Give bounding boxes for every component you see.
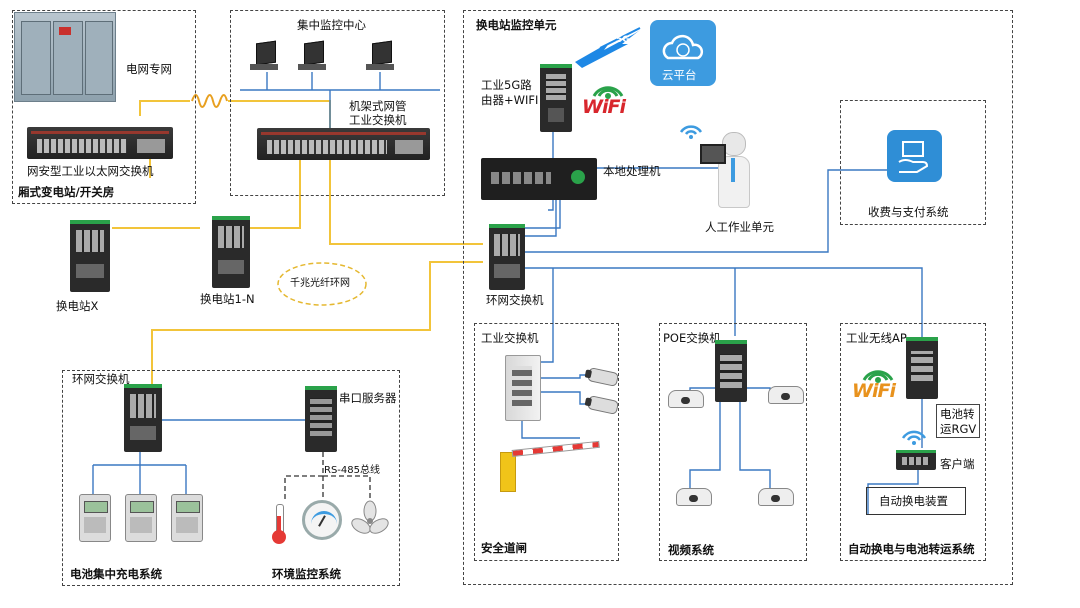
title-safety-gate: 安全道闸 [481, 541, 527, 555]
label-battery-rgv-1: 电池转 [940, 407, 975, 421]
label-auto-device: 自动换电装置 [879, 494, 948, 508]
dome-camera-3-icon [676, 488, 712, 506]
title-substation: 厢式变电站/开关房 [18, 185, 115, 199]
label-gig-ring: 千兆光纤环网 [290, 278, 350, 289]
gigabit-ring [277, 262, 367, 306]
label-battery-rgv-2: 运RGV [940, 422, 977, 436]
title-charging: 电池集中充电系统 [70, 567, 162, 581]
label-wireless-ap: 工业无线AP [846, 331, 907, 345]
label-local-pc: 本地处理机 [603, 164, 661, 178]
client-device [896, 450, 936, 470]
label-station-x: 换电站X [56, 299, 99, 313]
box-charging-env [62, 370, 400, 586]
monitor-workstation-3 [366, 40, 394, 74]
label-rs485: RS-485总线 [324, 465, 380, 476]
title-environment: 环境监控系统 [272, 567, 341, 581]
box-payment [840, 100, 986, 225]
main-ring-switch-device [489, 224, 525, 290]
label-poe-switch: POE交换机 [663, 331, 721, 345]
title-payment: 收费与支付系统 [868, 205, 949, 219]
hygrometer-icon [302, 500, 342, 540]
label-rack-switch-1: 机架式网管 [349, 99, 407, 113]
dome-camera-4-icon [758, 488, 794, 506]
title-auto-swap: 自动换电与电池转运系统 [848, 542, 975, 556]
rack-switch-device [257, 128, 430, 160]
lower-ring-switch-device [124, 384, 162, 452]
dome-camera-2-icon [768, 386, 804, 404]
auto-device-box: 自动换电装置 [866, 487, 966, 515]
label-station-1n: 换电站1-N [200, 292, 255, 306]
wifi-logo-ap: WiFi [852, 362, 904, 404]
worker-figure [678, 118, 758, 210]
title-station-unit: 换电站监控单元 [476, 18, 557, 32]
dome-camera-1-icon [668, 390, 704, 408]
wifi-logo-router: WiFi [582, 78, 632, 120]
fiber-coil-icon [191, 94, 228, 108]
station-1n-switch-device [212, 216, 250, 288]
station-x-switch-device [70, 220, 110, 292]
monitor-workstation-2 [298, 40, 326, 74]
monitor-workstation-1 [250, 40, 278, 74]
label-net-switch: 网安型工业以太网交换机 [27, 164, 154, 178]
thermometer-icon [272, 504, 286, 544]
label-router-1: 工业5G路 [481, 78, 532, 92]
client-wifi-icon [900, 424, 928, 446]
label-cloud: 云平台 [662, 68, 697, 82]
local-processor-device [481, 158, 597, 200]
battery-rgv-label-box: 电池转 运RGV [936, 404, 980, 438]
label-ind-switch: 工业交换机 [481, 331, 539, 345]
wifi-text-2: WiFi [852, 380, 896, 402]
5g-router-device [540, 64, 572, 132]
title-video: 视频系统 [668, 543, 714, 557]
meter-1-icon [79, 494, 111, 542]
label-5g: 5G [616, 35, 630, 45]
label-ring-switch-lower: 环网交换机 [72, 372, 130, 386]
meter-2-icon [125, 494, 157, 542]
serial-server-device [305, 386, 337, 452]
box-video [659, 323, 807, 561]
tablet-icon [700, 144, 726, 164]
wifi-text-1: WiFi [582, 96, 626, 118]
box-substation [12, 10, 196, 204]
label-serial-server: 串口服务器 [339, 391, 397, 405]
wireless-ap-device [906, 337, 938, 399]
label-worker: 人工作业单元 [705, 220, 774, 234]
fan-icon [350, 500, 390, 540]
substation-cabinet-image [14, 12, 116, 102]
5g-signal-icon [575, 30, 640, 68]
worker-wifi-icon [679, 125, 703, 139]
industrial-switch-device [505, 355, 541, 421]
box-monitor-center [230, 10, 445, 196]
label-grid-private: 电网专网 [126, 62, 172, 76]
cloud-platform: 云平台 [650, 20, 716, 86]
payment-system-icon [887, 130, 942, 182]
poe-switch-device [715, 340, 747, 402]
label-ring-switch-main: 环网交换机 [486, 293, 544, 307]
box-safety-gate [474, 323, 619, 561]
label-rack-switch-2: 工业交换机 [349, 113, 407, 127]
label-client: 客户端 [940, 457, 975, 471]
box-station-unit [463, 10, 1013, 585]
label-router-2: 由器+WIFI [481, 93, 539, 107]
cloud-icon [662, 34, 704, 60]
net-security-switch-device [27, 127, 173, 159]
barrier-gate [500, 440, 600, 492]
box-auto-swap [840, 323, 986, 561]
title-monitor-center: 集中监控中心 [297, 18, 366, 32]
meter-3-icon [171, 494, 203, 542]
